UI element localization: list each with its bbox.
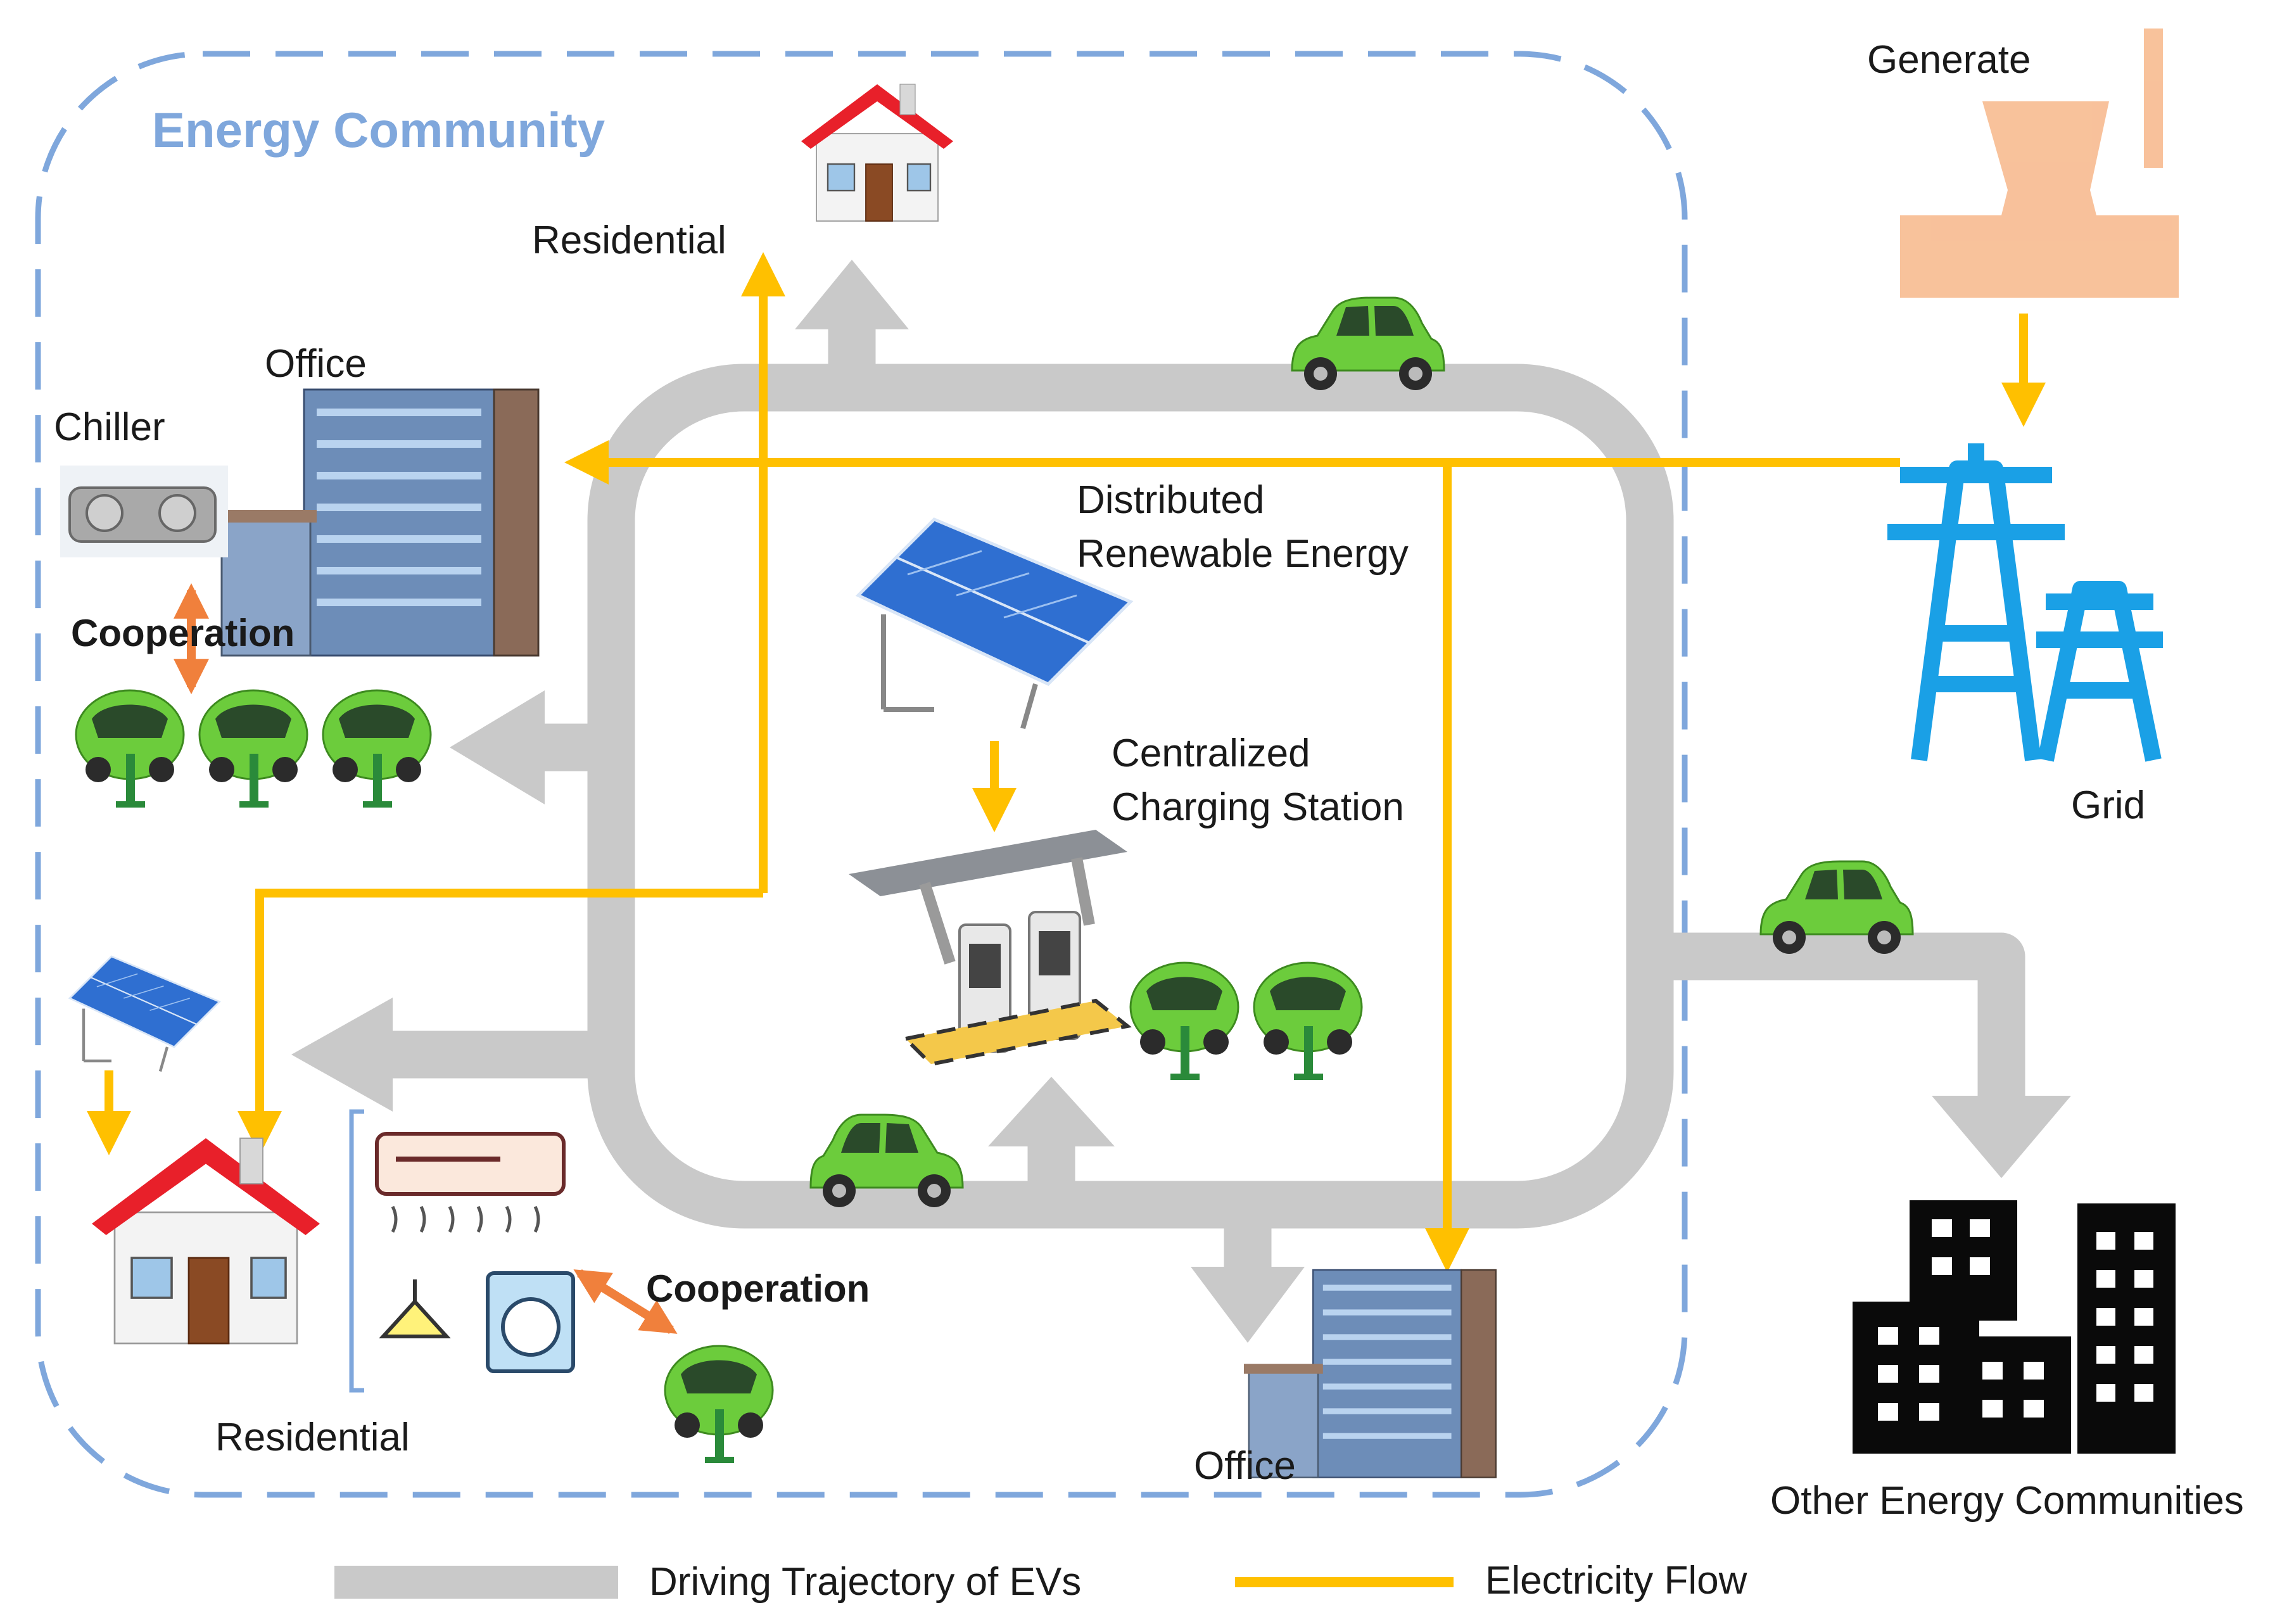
distributed-label-line1: Distributed xyxy=(1077,478,1264,522)
office-label-top: Office xyxy=(265,342,367,386)
generate-label: Generate xyxy=(1867,38,2031,82)
residential-label-bottom: Residential xyxy=(215,1416,410,1459)
energy-community-border xyxy=(35,51,1688,1498)
city-buildings-icon xyxy=(1853,1200,2176,1454)
legend-driving-label: Driving Trajectory of EVs xyxy=(649,1560,1081,1604)
air-conditioner-icon xyxy=(375,1132,566,1233)
residential-house-icon-top xyxy=(800,83,954,222)
centralized-label-line2: Charging Station xyxy=(1112,785,1404,829)
chiller-label: Chiller xyxy=(54,405,165,449)
ev-charging-icon-home xyxy=(664,1345,774,1464)
office-label-bottom: Office xyxy=(1194,1444,1296,1488)
residential-label-top: Residential xyxy=(532,219,726,262)
charging-station-icon xyxy=(849,830,1132,1067)
ev-charging-icon-station-1 xyxy=(1129,961,1239,1081)
grid-tower-icon xyxy=(1887,443,2163,762)
cooperation-arrows xyxy=(174,583,678,1334)
distributed-label-line2: Renewable Energy xyxy=(1077,532,1409,576)
ev-charging-icon-1 xyxy=(75,689,185,809)
legend: Driving Trajectory of EVs Electricity Fl… xyxy=(334,1559,1747,1604)
other-communities-label: Other Energy Communities xyxy=(1770,1479,2244,1523)
legend-electricity-label: Electricity Flow xyxy=(1485,1559,1747,1602)
electricity-flow xyxy=(87,252,2046,1272)
appliance-bracket xyxy=(349,1109,364,1393)
ev-charging-icon-3 xyxy=(322,689,432,809)
legend-driving-swatch xyxy=(334,1566,618,1599)
residential-house-icon-bottom xyxy=(91,1137,321,1345)
power-plant-icon xyxy=(1900,29,2179,298)
city-windows xyxy=(1878,1219,2153,1421)
centralized-label-line1: Centralized xyxy=(1112,732,1310,775)
ev-charging-icon-2 xyxy=(198,689,308,809)
ev-charging-icon-station-2 xyxy=(1253,961,1363,1081)
driving-arrowheads xyxy=(291,260,2071,1343)
grid-label: Grid xyxy=(2071,783,2145,827)
solar-panel-icon-house xyxy=(70,956,220,1072)
driving-trajectory xyxy=(393,329,2025,1267)
washing-machine-icon xyxy=(486,1271,575,1373)
legend-electricity-swatch xyxy=(1235,1577,1454,1587)
cooperation-label-top: Cooperation xyxy=(71,612,295,654)
lamp-icon xyxy=(379,1279,451,1338)
cooperation-label-bottom: Cooperation xyxy=(646,1267,870,1310)
energy-community-title: Energy Community xyxy=(152,102,605,158)
chiller-icon xyxy=(60,466,228,557)
